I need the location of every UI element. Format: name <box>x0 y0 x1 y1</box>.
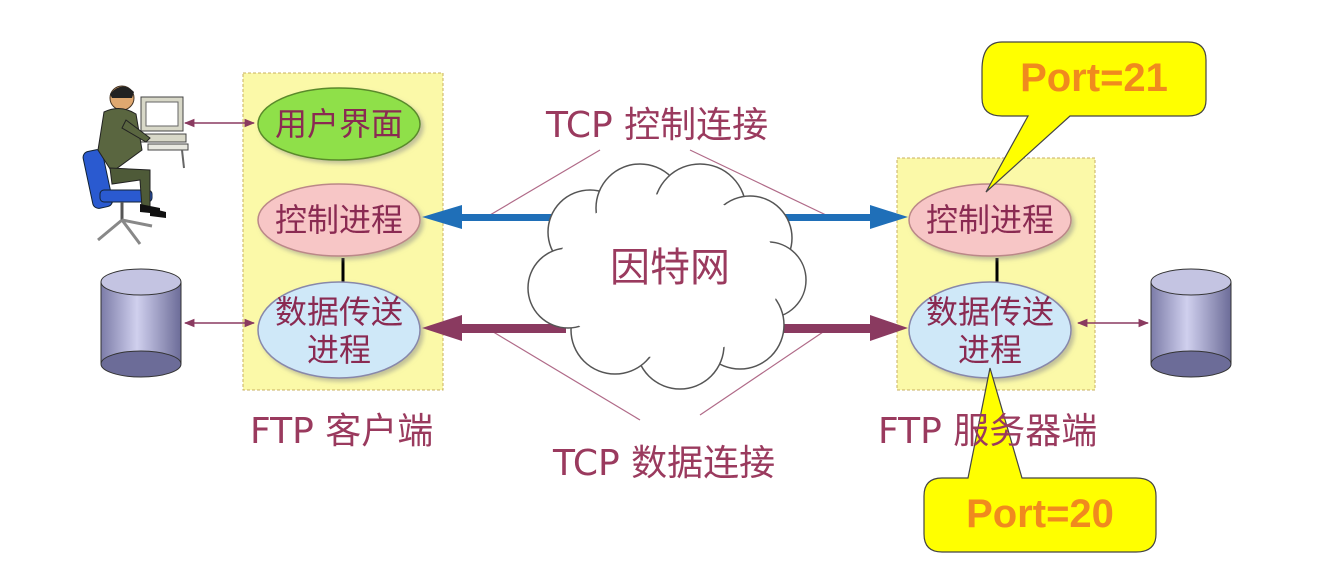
control-port-text: Port=21 <box>1020 56 1168 100</box>
data-connection-arrow <box>422 315 908 341</box>
internet-cloud-icon <box>527 163 807 390</box>
server-control-process-label: 控制进程 <box>925 201 1054 239</box>
client-data-process-label-line1: 数据传送 <box>274 293 403 331</box>
client-data-process-label-line2: 进程 <box>306 331 371 369</box>
user-interface-label: 用户界面 <box>274 105 403 143</box>
tcp-data-connection-label: TCP 数据连接 <box>553 443 776 484</box>
ftp-server-label: FTP 服务器端 <box>878 411 1098 452</box>
client-control-process-label: 控制进程 <box>274 201 403 239</box>
client-control-process-node <box>257 183 421 257</box>
connection-label-leaders <box>489 149 827 421</box>
user-at-computer-icon <box>82 85 189 245</box>
client-database-icon <box>100 268 182 378</box>
client-data-process-node <box>257 281 421 379</box>
tcp-control-connection-label: TCP 控制连接 <box>546 105 769 146</box>
internet-label: 因特网 <box>610 245 730 291</box>
ftp-client-label: FTP 客户端 <box>250 411 434 452</box>
user-interface-node <box>257 87 421 161</box>
server-data-process-label-line2: 进程 <box>957 331 1022 369</box>
server-database-icon <box>1150 268 1232 378</box>
server-data-process-label-line1: 数据传送 <box>925 293 1054 331</box>
data-port-callout <box>923 367 1157 553</box>
data-port-text: Port=20 <box>966 492 1114 536</box>
control-connection-arrow <box>422 205 908 229</box>
control-port-callout <box>981 41 1207 193</box>
